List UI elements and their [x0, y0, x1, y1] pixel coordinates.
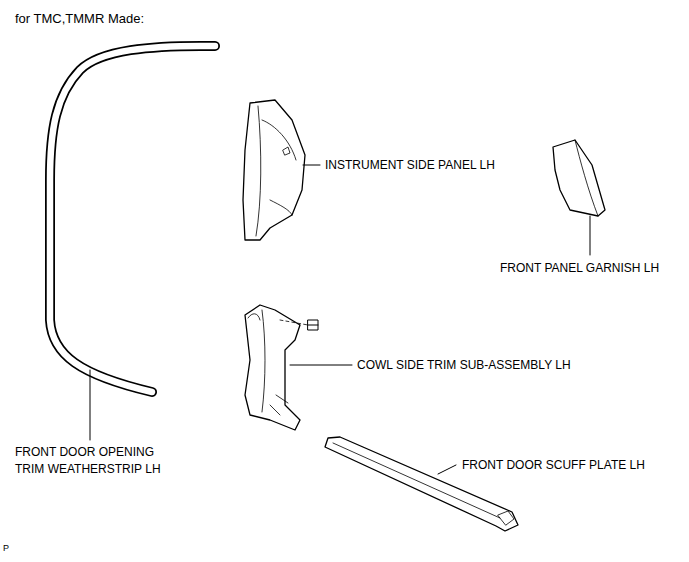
part-name: COWL SIDE TRIM SUB-ASSEMBLY LH	[357, 357, 571, 374]
leader-line	[290, 365, 352, 366]
part-name: FRONT DOOR SCUFF PLATE LH	[462, 457, 645, 474]
part-name: FRONT PANEL GARNISH LH	[500, 260, 659, 277]
weatherstrip-inner	[50, 46, 215, 392]
title: for TMC,TMMR Made:	[15, 10, 144, 27]
cowl-side-trim	[245, 305, 300, 430]
leader-line	[303, 165, 320, 166]
leader-line	[438, 465, 456, 474]
panel-clip	[283, 147, 290, 155]
weatherstrip	[50, 46, 215, 392]
part-name: FRONT DOOR OPENING TRIM WEATHERSTRIP LH	[15, 444, 170, 478]
panel-detail	[256, 106, 296, 236]
scuff-detail	[333, 443, 514, 525]
trim-detail	[248, 310, 288, 415]
front-panel-garnish	[553, 140, 605, 216]
instrument-side-panel	[243, 100, 305, 240]
leader-line	[590, 216, 591, 255]
dashed-line	[280, 320, 308, 325]
clip-symbol	[308, 320, 318, 330]
garnish-detail	[575, 140, 598, 216]
leader-line	[90, 370, 91, 440]
part-name: INSTRUMENT SIDE PANEL LH	[325, 157, 495, 174]
scuff-plate	[325, 437, 518, 531]
figure-code: P	[3, 540, 9, 557]
